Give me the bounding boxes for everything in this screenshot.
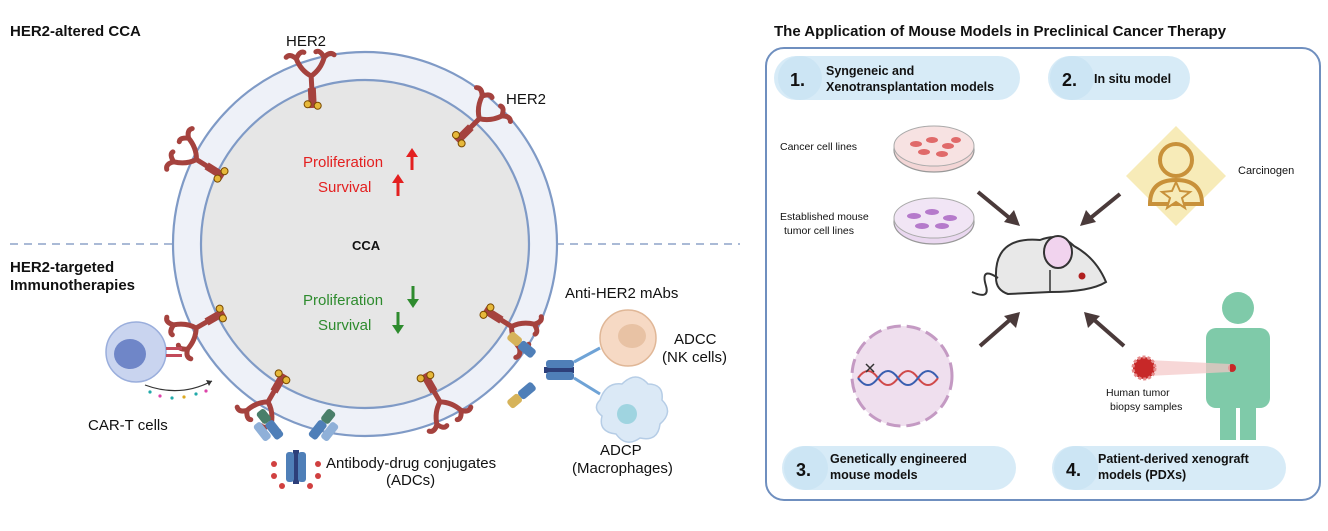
biopsy-label-1: Human tumor — [1106, 387, 1170, 399]
petri-dish-icon — [893, 197, 975, 245]
model-3-pill — [782, 446, 1016, 490]
model-3-line1: Genetically engineered — [830, 452, 967, 466]
model-2-text: In situ model — [1094, 72, 1171, 86]
adcp-label: ADCP — [600, 442, 642, 459]
cca-cell — [171, 50, 559, 438]
fc-link-nk — [573, 346, 601, 364]
model-4-pill — [1052, 446, 1286, 490]
adc-label-line1: Antibody-drug conjugates — [326, 455, 496, 472]
carcinogen-icon — [1126, 126, 1226, 226]
mabs-label: Anti-HER2 mAbs — [565, 285, 678, 302]
model-1-pill — [774, 56, 1020, 100]
proliferation-up-text: Proliferation — [303, 154, 383, 171]
section-title-her2-altered: HER2-altered CCA — [10, 23, 141, 40]
model-4-line1: Patient-derived xenograft — [1098, 452, 1250, 466]
adc-label-line2: (ADCs) — [386, 472, 435, 489]
macrophage-icon — [595, 376, 669, 443]
established-lines-label-2: tumor cell lines — [784, 225, 854, 237]
petri-dish-icon — [893, 125, 975, 173]
survival-down-text: Survival — [318, 317, 371, 334]
antibody-icon — [507, 331, 574, 409]
model-1-number: 1. — [790, 70, 805, 90]
up-arrow-icon — [392, 174, 404, 196]
model-3-number: 3. — [796, 460, 811, 480]
down-arrow-icon — [407, 286, 419, 308]
antibody-icon — [253, 409, 339, 489]
arrow-from-pdx — [1084, 312, 1126, 348]
biopsy-label-2: biopsy samples — [1110, 401, 1182, 413]
down-arrow-icon — [392, 312, 404, 334]
cell-inner-membrane — [199, 78, 531, 410]
adcc-label: ADCC — [674, 331, 717, 348]
model-3-line2: mouse models — [830, 468, 918, 482]
mouse-icon — [971, 235, 1108, 296]
car-t-label: CAR-T cells — [88, 417, 168, 434]
nk-cell-icon — [599, 309, 657, 367]
cca-label: CCA — [352, 238, 381, 253]
proliferation-down-text: Proliferation — [303, 292, 383, 309]
arrow-from-carcinogen — [1080, 192, 1122, 226]
adcc-sub-label: (NK cells) — [662, 349, 727, 366]
her2-label-right: HER2 — [506, 91, 546, 108]
arrow-from-cell-lines — [976, 190, 1020, 226]
adcp-sub-label: (Macrophages) — [572, 460, 673, 477]
established-lines-label-1: Established mouse — [780, 211, 869, 223]
fc-link-macrophage — [573, 376, 601, 396]
right-panel-title: The Application of Mouse Models in Precl… — [774, 23, 1227, 40]
her2-label-top: HER2 — [286, 33, 326, 50]
car-t-cell-icon — [105, 321, 213, 400]
section-title-immunotherapies: HER2-targeted — [10, 259, 114, 276]
dna-icon — [850, 324, 954, 428]
human-icon — [1206, 292, 1270, 440]
model-2-number: 2. — [1062, 70, 1077, 90]
up-arrow-icon — [406, 148, 418, 170]
section-title-immunotherapies-2: Immunotherapies — [10, 277, 135, 294]
survival-up-text: Survival — [318, 179, 371, 196]
tumor-icon — [1131, 355, 1157, 381]
model-4-line2: models (PDXs) — [1098, 468, 1186, 482]
model-1-line1: Syngeneic and — [826, 64, 914, 78]
carcinogen-label: Carcinogen — [1238, 165, 1294, 177]
model-1-line2: Xenotransplantation models — [826, 80, 994, 94]
arrow-from-gemm — [978, 312, 1020, 348]
cancer-cell-lines-label: Cancer cell lines — [780, 141, 857, 153]
model-2-pill — [1048, 56, 1190, 100]
model-4-number: 4. — [1066, 460, 1081, 480]
biopsy-beam — [1148, 360, 1230, 376]
